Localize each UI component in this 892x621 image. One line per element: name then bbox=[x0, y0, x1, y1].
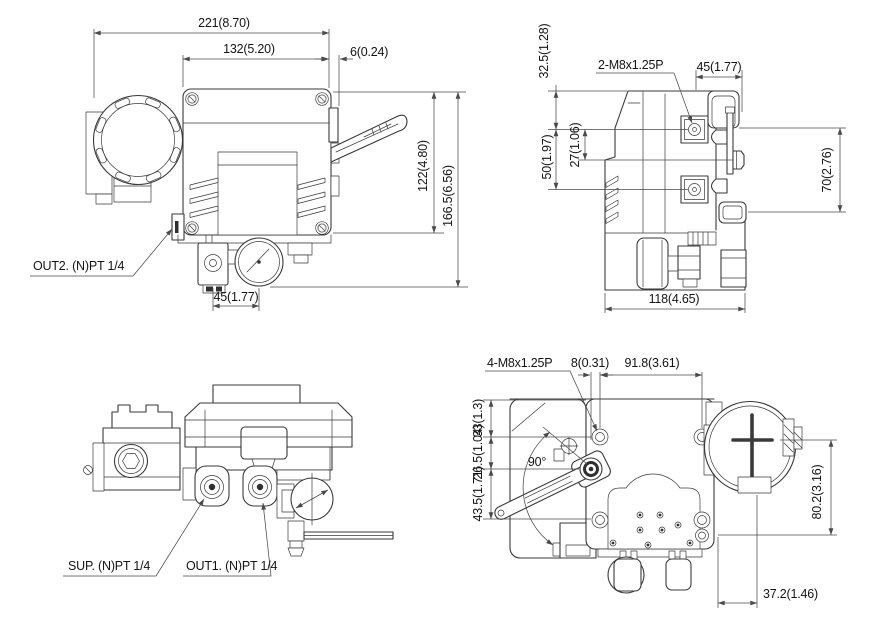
dim-lever-span: 70(2.76) bbox=[820, 147, 834, 192]
body-bottom-flange bbox=[184, 402, 353, 448]
dim-lever-offset: 6(0.24) bbox=[350, 45, 388, 59]
bottom-view: SUP. (N)PT 1/4 OUT1. (N)PT 1/4 bbox=[63, 384, 394, 577]
cable-gland-right bbox=[665, 558, 692, 591]
dim-cover-offset: 37.2(1.46) bbox=[763, 587, 818, 601]
side-dimensions bbox=[548, 70, 846, 313]
dim-hole-to-pivot-back: 26.5(1.04) bbox=[471, 424, 485, 479]
side-view: 32.5(1.28) 2-M8x1.25P 45(1.77) 50(1.97) … bbox=[537, 23, 846, 313]
out1-port bbox=[242, 465, 278, 507]
regulator-knob bbox=[240, 426, 288, 460]
label-sup-port: SUP. (N)PT 1/4 bbox=[68, 559, 150, 573]
label-out1-port: OUT1. (N)PT 1/4 bbox=[186, 559, 277, 573]
dim-pivot-offset: 8(0.31) bbox=[571, 356, 609, 370]
m8-holes bbox=[591, 428, 711, 543]
conduit-entry bbox=[782, 418, 803, 457]
cover-screws bbox=[185, 92, 329, 235]
sup-port bbox=[194, 465, 230, 507]
dim-cover-height: 80.2(3.16) bbox=[810, 464, 824, 519]
m8-mounting-boss-upper bbox=[680, 115, 709, 144]
front-view: 221(8.70) 132(5.20) 6(0.24) 122(4.80) 16… bbox=[30, 16, 468, 311]
adapter-holes bbox=[609, 511, 694, 549]
bottom-leaders bbox=[63, 498, 272, 577]
dim-body-width: 132(5.20) bbox=[223, 42, 275, 56]
dim-hole-to-pivot: 27(1.06) bbox=[568, 122, 582, 167]
label-mount-thread-4: 4-M8x1.25P bbox=[487, 356, 552, 370]
dim-overall-width: 221(8.70) bbox=[198, 16, 250, 30]
side-vent-slots bbox=[605, 175, 619, 224]
dim-depth: 118(4.65) bbox=[649, 292, 700, 306]
hex-plug bbox=[122, 453, 140, 469]
wheel-slots bbox=[95, 97, 181, 183]
gauge-side bbox=[636, 237, 669, 290]
dim-pivot-to-hole-back: 43.5(1.71) bbox=[471, 466, 485, 521]
nameplate bbox=[217, 151, 298, 236]
dim-hole-spacing-v: 50(1.97) bbox=[540, 134, 554, 179]
adapter-plate bbox=[607, 473, 701, 550]
angle-lever-travel: 90° bbox=[528, 455, 547, 469]
vent-slots bbox=[189, 177, 326, 218]
dim-overall-height: 166.5(6.56) bbox=[441, 165, 455, 227]
feedback-lever-front bbox=[330, 114, 408, 163]
dim-port-spacing: 45(1.77) bbox=[214, 290, 259, 304]
back-view: 4-M8x1.25P 8(0.31) 91.8(3.61) 33(1.3) 26… bbox=[471, 356, 837, 608]
lever-edge-side bbox=[726, 111, 734, 175]
pivot-nut bbox=[732, 150, 745, 170]
travel-arc bbox=[522, 426, 588, 546]
dim-boss-to-lever: 45(1.77) bbox=[697, 60, 742, 74]
back-dimensions bbox=[483, 370, 837, 608]
label-mount-thread-2: 2-M8x1.25P bbox=[598, 58, 663, 72]
nameplate-edge bbox=[212, 384, 301, 404]
dim-top-to-hole: 32.5(1.28) bbox=[537, 23, 551, 78]
dim-top-to-hole-back: 33(1.3) bbox=[471, 399, 485, 437]
dim-body-height: 122(4.80) bbox=[416, 140, 430, 192]
dim-hole-spacing-h: 91.8(3.61) bbox=[625, 356, 680, 370]
gauge-needle bbox=[246, 248, 270, 273]
positioner-body-side bbox=[627, 90, 717, 231]
label-out2-port: OUT2. (N)PT 1/4 bbox=[33, 259, 124, 273]
front-dimensions bbox=[30, 29, 468, 311]
